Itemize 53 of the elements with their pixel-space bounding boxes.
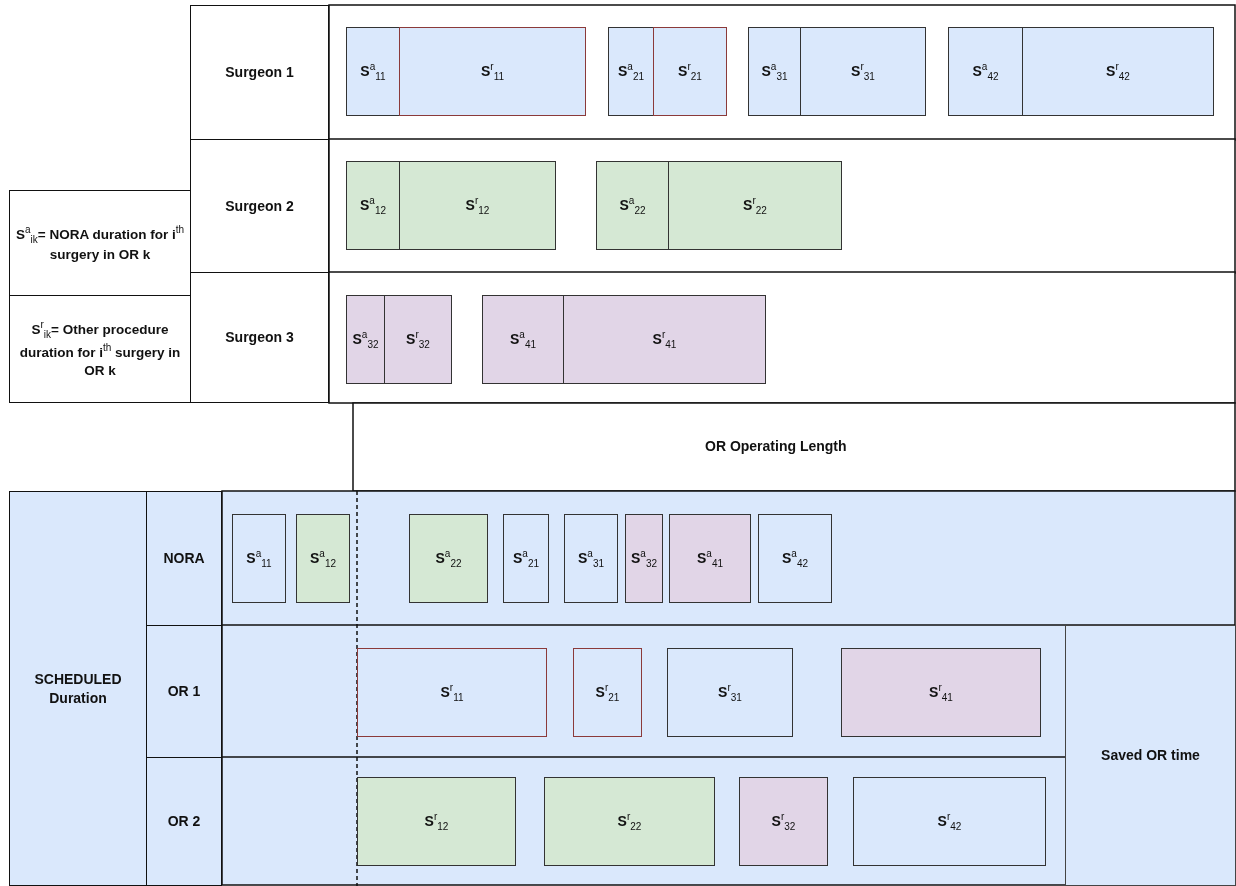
duration-block [346,161,400,250]
cell-label: Surgeon 1 [225,63,294,82]
duration-block [608,27,654,116]
cell-label: S$^{a}$$_{ik}$= NORA duration for i$^{th}$ surgery in OR k [15,222,185,264]
duration-block [346,295,385,384]
duration-block [357,648,547,737]
duration-block [653,27,727,116]
row-header [190,272,329,403]
duration-block [409,514,488,603]
duration-block [482,295,564,384]
definition-box [9,190,191,296]
duration-block [357,777,516,866]
duration-block [667,648,793,737]
duration-block [564,514,618,603]
duration-block [669,514,751,603]
cell-label: Saved OR time [1101,746,1200,765]
duration-block [384,295,452,384]
duration-block [544,777,715,866]
row-header [9,491,147,886]
cell-label: OR 2 [167,812,201,831]
duration-block [399,27,586,116]
definition-box [9,295,191,403]
duration-block [800,27,926,116]
duration-block [399,161,556,250]
duration-block [573,648,642,737]
duration-block [841,648,1041,737]
row-header [146,625,222,758]
row-header [190,139,329,273]
duration-block [739,777,828,866]
duration-block [296,514,350,603]
duration-block [503,514,549,603]
duration-block [232,514,286,603]
duration-block [625,514,663,603]
duration-block [563,295,766,384]
row-header [146,757,222,886]
duration-block [1022,27,1214,116]
duration-block [853,777,1046,866]
duration-block [948,27,1023,116]
row-header [190,5,329,140]
duration-block [748,27,801,116]
cell-label: NORA [163,549,205,568]
row-header [146,491,222,626]
cell-label: OR 1 [167,682,201,701]
duration-block [758,514,832,603]
cell-label: SCHEDULED Duration [33,670,123,707]
cell-label: S$^{r}$$_{ik}$= Other procedure duration for i$^{th}$ surgery in OR k [18,318,182,380]
cell-label: Surgeon 3 [225,328,294,347]
row-header [1065,625,1236,886]
duration-block [668,161,842,250]
duration-block [596,161,669,250]
axis-label: OR Operating Length [705,438,847,454]
cell-label: Surgeon 2 [225,196,294,216]
duration-block [346,27,400,116]
